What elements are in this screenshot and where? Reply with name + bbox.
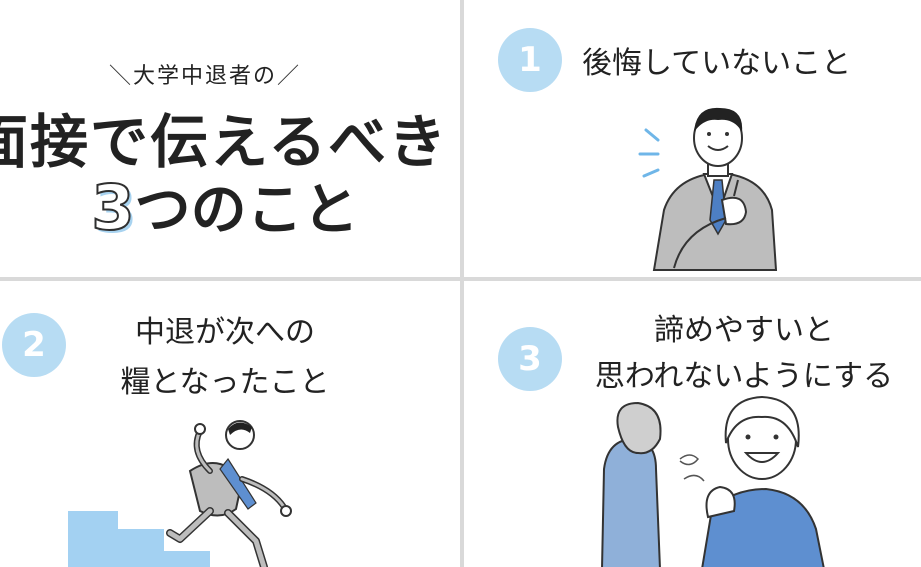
title-panel: ＼大学中退者の／ 面接で伝えるべき 3つのこと (0, 0, 460, 277)
vertical-divider (460, 0, 464, 567)
right-slash-decoration: ／ (277, 64, 302, 89)
encouraging-woman-icon (601, 395, 825, 567)
number-badge-3: 3 (498, 327, 562, 391)
number-badge-2: 2 (2, 313, 66, 377)
point-panel-1: 1 後悔していないこと (464, 0, 921, 277)
point-3-text-line2: 思われないようにする (594, 359, 894, 394)
main-title-line2: 3つのこと (60, 165, 390, 246)
main-title-line1: 面接で伝えるべき (0, 108, 449, 176)
point-3-text-line1: 諦めやすいと (654, 313, 834, 348)
point-2-text-line2: 糧となったこと (120, 365, 330, 400)
horizontal-divider (0, 277, 921, 281)
title-line2-text: つのこと (134, 178, 359, 243)
title-number: 3 (90, 170, 135, 245)
point-1-text: 後悔していないこと (582, 46, 852, 81)
point-2-text-line1: 中退が次への (135, 315, 315, 350)
subtitle-text: 大学中退者の (132, 64, 277, 89)
point-panel-3: 3 諦めやすいと 思われないようにする (464, 281, 921, 567)
point-panel-2: 2 中退が次への 糧となったこと (0, 281, 460, 567)
number-badge-1: 1 (498, 28, 562, 92)
subtitle: ＼大学中退者の／ (70, 58, 340, 90)
left-slash-decoration: ＼ (108, 64, 133, 89)
running-up-stairs-icon (68, 420, 292, 567)
businessman-thumbs-up-icon (638, 107, 778, 271)
